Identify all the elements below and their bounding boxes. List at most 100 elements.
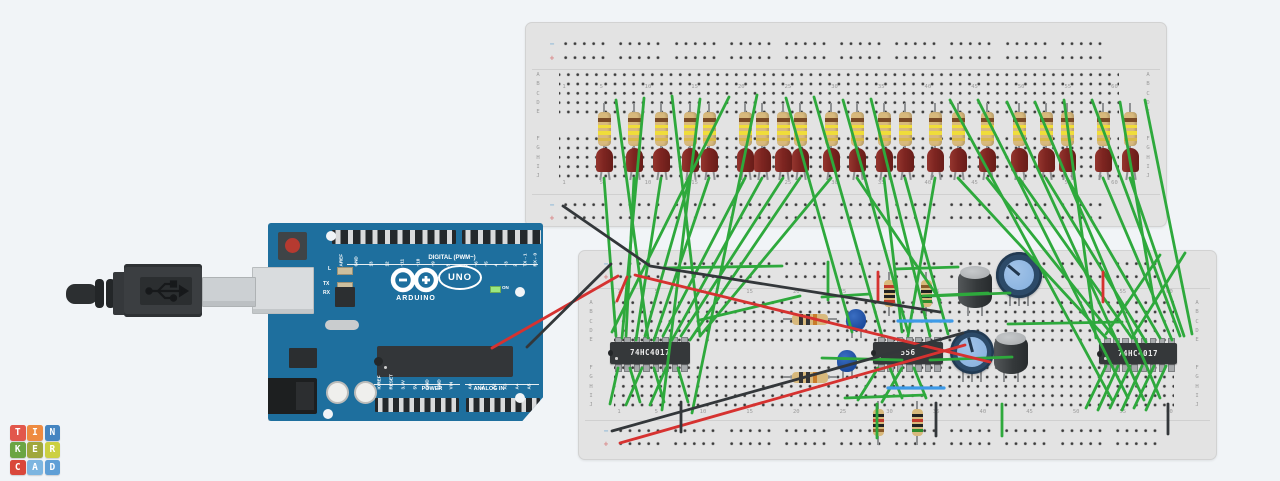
power-rail-holes[interactable] <box>1112 259 1160 269</box>
green-wire[interactable] <box>1108 364 1132 410</box>
green-wire[interactable] <box>661 176 747 338</box>
power-rail-holes[interactable] <box>1002 439 1050 449</box>
green-wire[interactable] <box>688 176 802 342</box>
resistor[interactable] <box>755 112 769 146</box>
reset-button[interactable] <box>278 232 307 260</box>
hole-grid[interactable] <box>559 70 1120 117</box>
led[interactable] <box>1010 148 1028 172</box>
power-rail-holes[interactable] <box>837 213 884 223</box>
power-rail-holes[interactable] <box>947 53 995 63</box>
green-wire[interactable] <box>1006 320 1124 326</box>
led[interactable] <box>595 148 613 172</box>
electrolytic-capacitor[interactable] <box>958 266 992 308</box>
resistor[interactable] <box>776 112 790 146</box>
green-wire[interactable] <box>652 176 711 342</box>
power-rail-holes[interactable] <box>616 53 664 63</box>
power-rail-holes[interactable] <box>1002 213 1050 223</box>
red-wire[interactable] <box>633 273 992 364</box>
power-rail-holes[interactable] <box>837 53 884 63</box>
power-rail-holes[interactable] <box>616 439 663 449</box>
green-wire[interactable] <box>690 93 759 415</box>
power-rail-holes[interactable] <box>616 259 663 269</box>
power-rail-holes[interactable] <box>892 439 939 449</box>
power-rail-holes[interactable] <box>892 39 939 49</box>
resistor[interactable] <box>654 112 668 146</box>
green-wire[interactable] <box>985 176 1120 344</box>
green-wire[interactable] <box>856 366 880 402</box>
green-wire[interactable] <box>662 264 784 270</box>
power-rail-holes[interactable] <box>947 39 995 49</box>
green-wire[interactable] <box>1065 176 1162 340</box>
led[interactable] <box>896 148 914 172</box>
power-rail-holes[interactable] <box>726 259 774 269</box>
green-wire[interactable] <box>956 176 1108 340</box>
potentiometer[interactable] <box>950 330 994 374</box>
green-wire[interactable] <box>1143 98 1194 336</box>
red-wire[interactable] <box>490 274 620 350</box>
reset-button-cap[interactable] <box>285 238 300 253</box>
power-rail-holes[interactable] <box>837 200 884 210</box>
green-wire[interactable] <box>610 95 731 334</box>
power-rail-holes[interactable] <box>947 426 994 436</box>
power-rail-holes[interactable] <box>781 53 829 63</box>
green-wire[interactable] <box>643 176 692 338</box>
power-rail-holes[interactable] <box>836 272 884 282</box>
usb-plug-body[interactable] <box>124 264 202 317</box>
resistor[interactable] <box>627 112 641 146</box>
power-rail-holes[interactable] <box>892 53 939 63</box>
potentiometer[interactable] <box>996 252 1042 298</box>
green-wire[interactable] <box>679 176 785 338</box>
green-wire[interactable] <box>1084 364 1108 410</box>
green-wire[interactable] <box>1096 364 1120 412</box>
power-rail-holes[interactable] <box>1057 426 1105 436</box>
power-rail-holes[interactable] <box>561 213 608 223</box>
green-wire[interactable] <box>648 366 668 407</box>
power-rail-holes[interactable] <box>781 439 829 449</box>
green-wire[interactable] <box>698 294 802 322</box>
power-rail-holes[interactable] <box>1112 426 1160 436</box>
green-wire[interactable] <box>784 96 854 334</box>
power-rail-holes[interactable] <box>1057 272 1105 282</box>
green-wire[interactable] <box>820 292 872 299</box>
power-rail-holes[interactable] <box>1057 39 1105 49</box>
green-wire[interactable] <box>1120 364 1144 412</box>
power-rail-holes[interactable] <box>781 213 829 223</box>
red-wire[interactable] <box>618 343 967 445</box>
green-wire[interactable] <box>855 176 942 302</box>
power-rail-holes[interactable] <box>671 53 719 63</box>
power-rail-holes[interactable] <box>1002 53 1050 63</box>
green-wire[interactable] <box>1130 251 1187 340</box>
green-wire[interactable] <box>676 366 690 404</box>
black-wire[interactable] <box>525 262 613 349</box>
ic-chip[interactable]: 74HC4017 <box>1097 343 1177 364</box>
digital-header-right[interactable] <box>462 230 541 244</box>
power-rail-holes[interactable] <box>616 213 664 223</box>
green-wire[interactable] <box>912 366 928 400</box>
red-wire[interactable] <box>615 275 629 303</box>
green-wire[interactable] <box>698 176 833 338</box>
power-header[interactable] <box>375 398 459 412</box>
green-wire[interactable] <box>869 97 932 338</box>
power-rail-holes[interactable] <box>781 200 829 210</box>
power-rail-holes[interactable] <box>616 426 663 436</box>
power-rail-holes[interactable] <box>671 439 719 449</box>
green-wire[interactable] <box>1005 100 1146 402</box>
power-rail-holes[interactable] <box>836 439 884 449</box>
green-wire[interactable] <box>634 176 663 342</box>
power-rail-holes[interactable] <box>561 200 608 210</box>
power-rail-holes[interactable] <box>947 213 995 223</box>
power-rail-holes[interactable] <box>947 259 994 269</box>
power-rail-holes[interactable] <box>1002 200 1050 210</box>
power-rail-holes[interactable] <box>561 53 608 63</box>
green-wire[interactable] <box>903 176 950 336</box>
green-wire[interactable] <box>624 366 644 407</box>
green-wire[interactable] <box>888 366 904 400</box>
green-wire[interactable] <box>906 176 937 338</box>
led[interactable] <box>949 148 967 172</box>
led[interactable] <box>774 148 792 172</box>
green-wire[interactable] <box>1090 98 1182 338</box>
green-wire[interactable] <box>1017 176 1134 340</box>
green-wire[interactable] <box>1101 176 1174 342</box>
green-wire[interactable] <box>1132 364 1156 410</box>
resistor[interactable] <box>824 112 838 146</box>
